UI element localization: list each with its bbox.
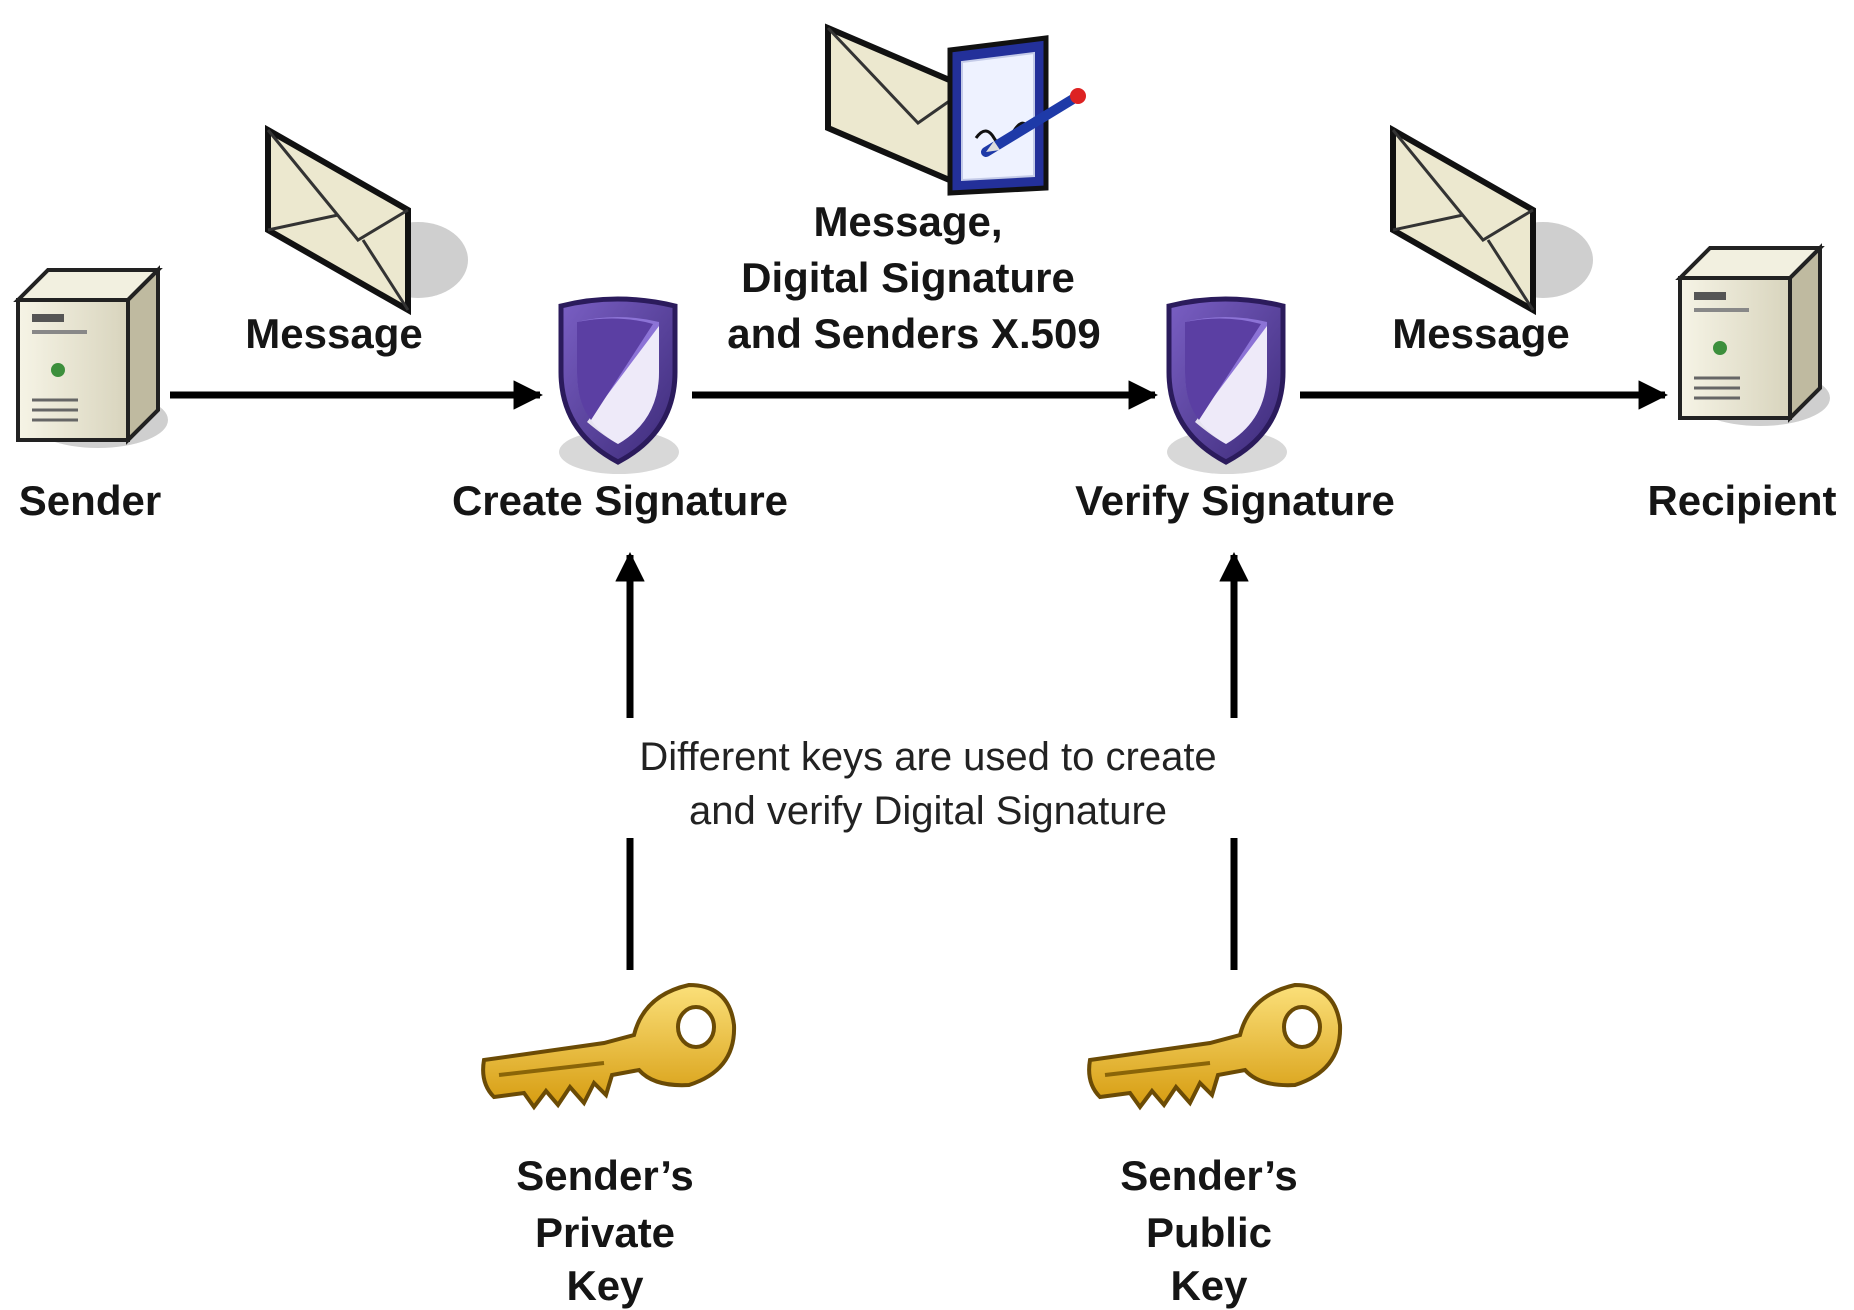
signed-envelope-icon	[825, 23, 1086, 196]
edge-label-create-to-verify-line-2: Digital Signature	[741, 254, 1075, 301]
note-line-1: Different keys are used to create	[639, 735, 1216, 779]
key-label-public-line-2: Public	[1146, 1209, 1272, 1256]
server-icon	[16, 268, 170, 450]
key-label-private-line-3: Key	[566, 1262, 644, 1309]
node-label-recipient: Recipient	[1647, 477, 1836, 524]
node-label-sender: Sender	[19, 477, 161, 524]
shield-icon	[559, 299, 679, 474]
edge-label-create-to-verify-line-3: and Senders X.509	[727, 310, 1101, 357]
envelope-icon	[268, 130, 468, 310]
key-label-public-line-3: Key	[1170, 1262, 1248, 1309]
connectors	[170, 380, 1668, 970]
node-label-create-signature: Create Signature	[452, 477, 788, 524]
key-label-private-line-1: Sender’s	[516, 1152, 693, 1199]
key-icon	[1087, 983, 1343, 1109]
envelope-icon	[1393, 130, 1593, 310]
edge-label-create-to-verify-line-1: Message,	[813, 198, 1002, 245]
key-label-public-line-1: Sender’s	[1120, 1152, 1297, 1199]
note-line-2: and verify Digital Signature	[689, 789, 1167, 833]
key-label-private-line-2: Private	[535, 1209, 675, 1256]
node-label-verify-signature: Verify Signature	[1075, 477, 1395, 524]
server-icon	[1678, 246, 1832, 428]
edge-label-verify-to-recipient: Message	[1392, 310, 1569, 357]
shield-icon	[1167, 299, 1287, 474]
key-icon	[481, 983, 737, 1109]
edge-label-sender-to-create: Message	[245, 310, 422, 357]
